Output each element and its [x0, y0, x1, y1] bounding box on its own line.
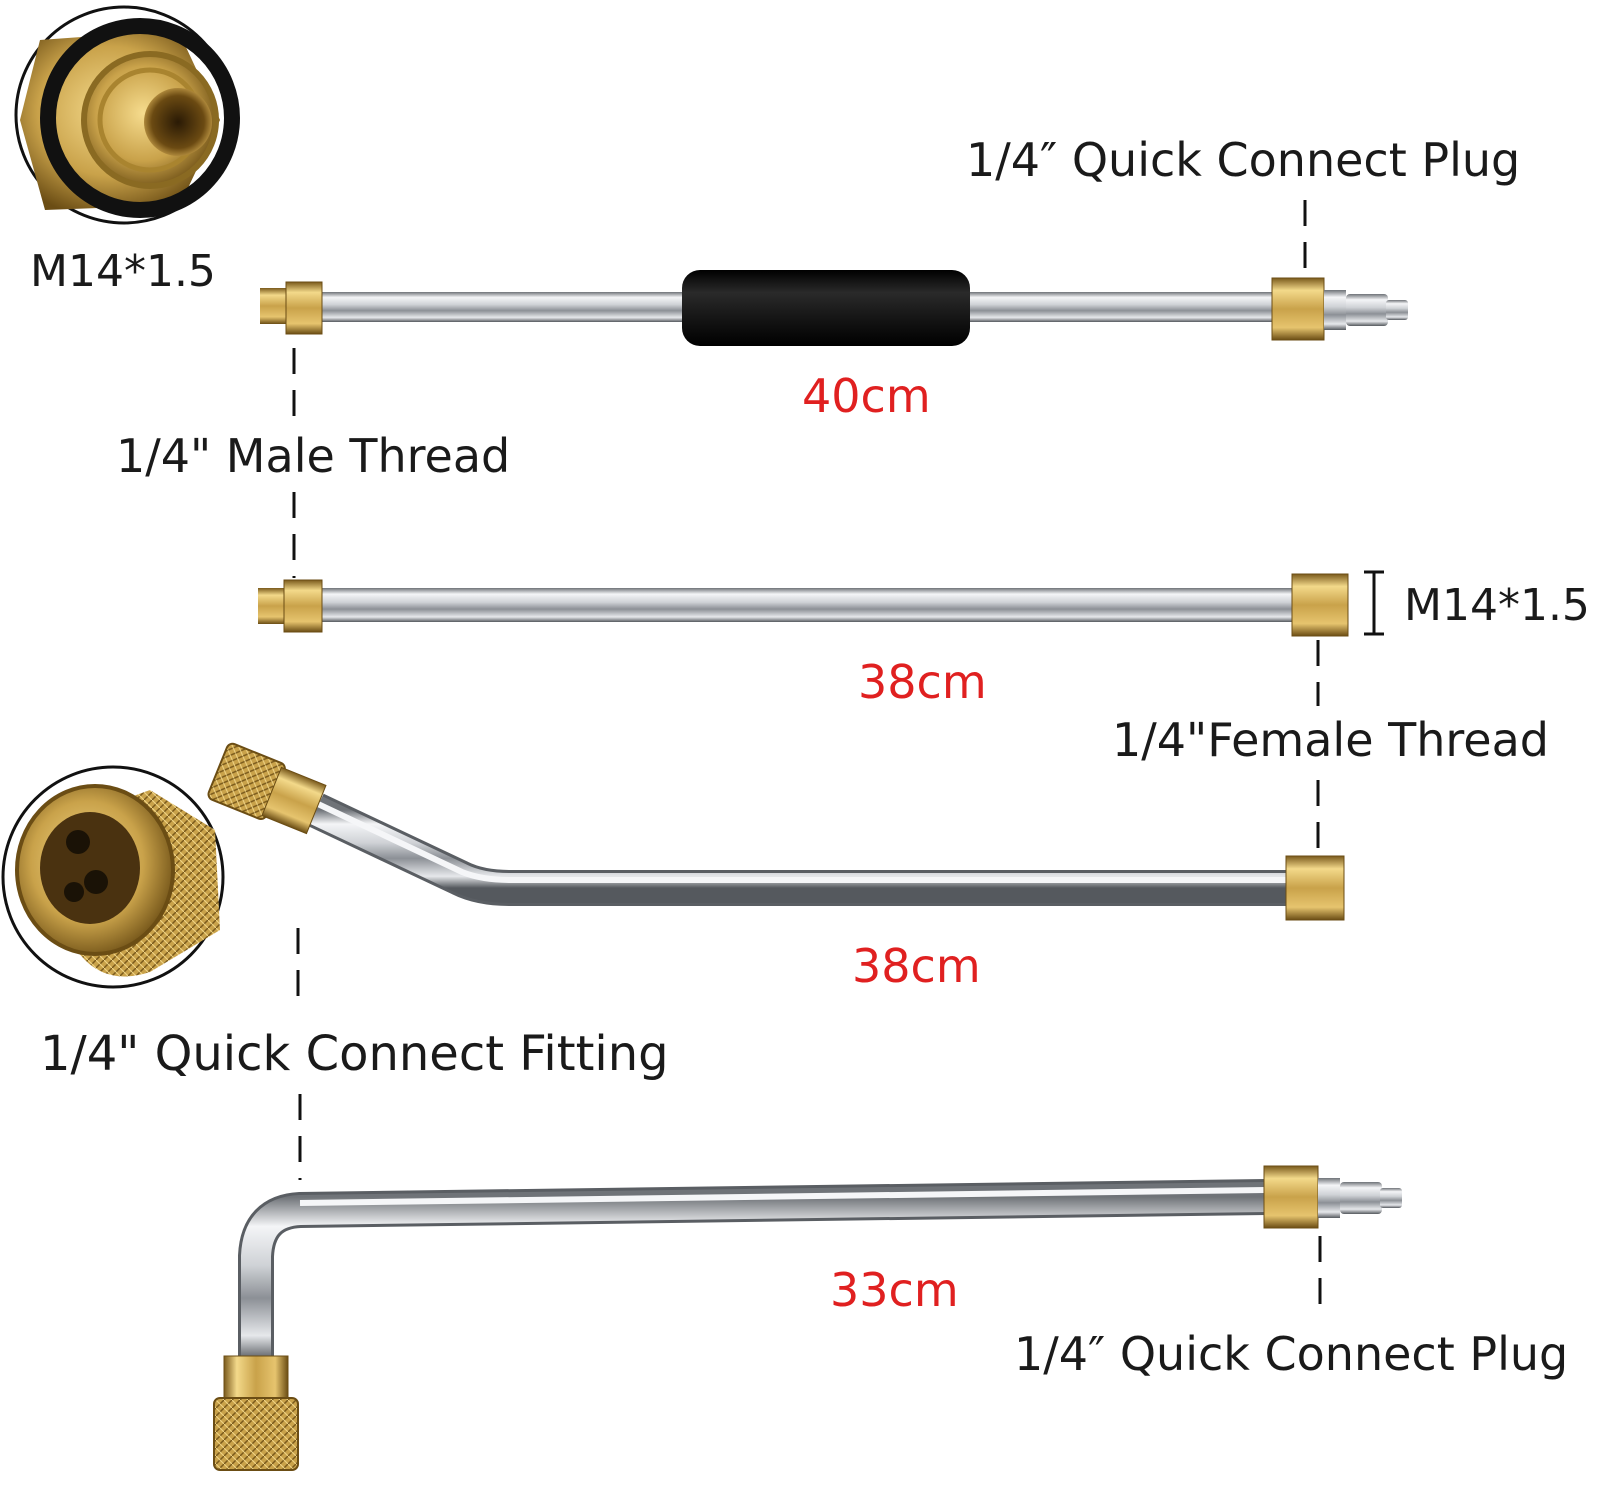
wand-1-straight-with-grip — [260, 270, 1408, 346]
quick-connect-plug — [1340, 1182, 1382, 1214]
quick-connect-coupler — [213, 1355, 299, 1471]
male-thread-closeup — [14, 5, 240, 225]
coupler-closeup — [1, 765, 225, 989]
quick-connect-coupler — [207, 742, 327, 835]
wand-4-length: 33cm — [830, 1263, 959, 1317]
quick-coupler-closeup-icon — [15, 784, 220, 977]
threaded-fitting-closeup-icon — [20, 18, 240, 218]
male-thread-tip — [260, 288, 290, 324]
foam-grip — [682, 270, 970, 346]
female-thread-nut — [1291, 573, 1349, 637]
wand-2-straight — [258, 573, 1349, 637]
wand-3-angled — [207, 742, 1345, 921]
male-thread-tip — [258, 588, 288, 624]
wand-4-bent — [213, 1165, 1402, 1471]
quick-connect-plug-top-label: 1/4″ Quick Connect Plug — [966, 133, 1520, 187]
quick-connect-plug — [1346, 294, 1388, 326]
hex-nut — [1271, 277, 1325, 341]
hex-nut — [1263, 1165, 1319, 1229]
wand-3-length: 38cm — [852, 939, 981, 993]
female-thread-nut — [1285, 855, 1345, 921]
male-thread-label: 1/4" Male Thread — [116, 429, 510, 483]
m14-side-label: M14*1.5 — [1404, 580, 1590, 631]
m14-dimension-bracket — [1364, 570, 1384, 636]
quick-connect-plug-bottom-label: 1/4″ Quick Connect Plug — [1014, 1327, 1568, 1381]
quick-connect-fitting-label: 1/4" Quick Connect Fitting — [40, 1026, 669, 1082]
m14-top-label: M14*1.5 — [30, 246, 216, 297]
wand-2-length: 38cm — [858, 655, 987, 709]
female-thread-label: 1/4"Female Thread — [1112, 713, 1549, 767]
wand-1-length: 40cm — [802, 369, 931, 423]
